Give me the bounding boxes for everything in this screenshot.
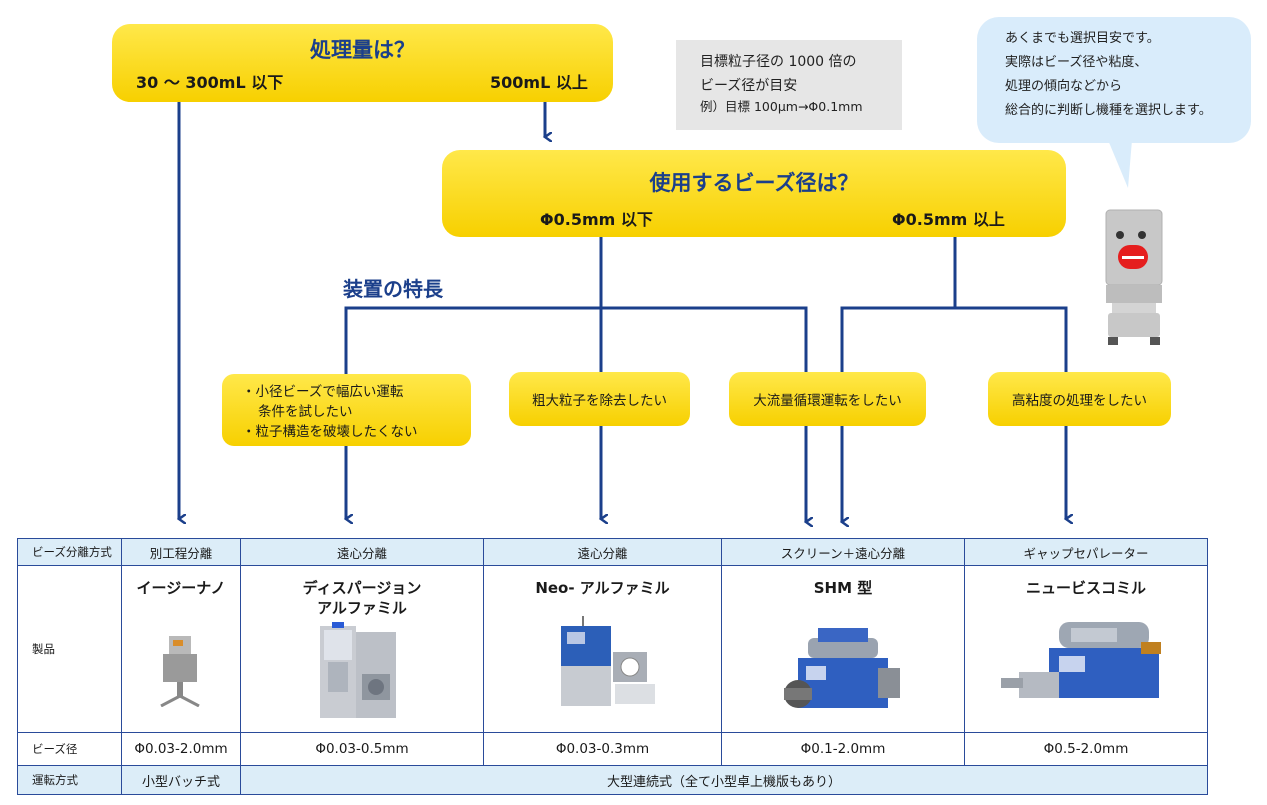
- product-name: Neo- アルファミル: [535, 579, 670, 597]
- bubble-line-3: 処理の傾向などから: [1005, 79, 1123, 94]
- bubble-line-2: 実際はビーズ径や粘度、: [1005, 55, 1148, 70]
- row-label-product: 製品: [17, 565, 122, 733]
- line-left-branch: [344, 306, 808, 376]
- feature-1-line-1: ・小径ビーズで幅広い運転: [242, 384, 404, 400]
- option-small-volume: 30 ～ 300mL 以下: [136, 73, 284, 92]
- product-cell-shm: SHM 型: [721, 565, 965, 733]
- separation-cell: 遠心分離: [483, 538, 722, 566]
- bead-cell: Φ0.03-0.3mm: [483, 732, 722, 766]
- spec-table: ビーズ分離方式 別工程分離 遠心分離 遠心分離 スクリーン＋遠心分離 ギャップセ…: [17, 538, 1208, 795]
- product-name: アルファミル: [317, 599, 407, 617]
- neo-alphamill-machine-image: [560, 616, 655, 706]
- product-name: ニュービスコミル: [1025, 579, 1146, 597]
- row-label-operation: 運転方式: [17, 765, 122, 795]
- bead-cell: Φ0.03-2.0mm: [121, 732, 241, 766]
- product-cell-dispersion: ディスパージョン アルファミル: [240, 565, 484, 733]
- bead-cell: Φ0.1-2.0mm: [721, 732, 965, 766]
- new-viscomill-machine-image: [1001, 622, 1161, 698]
- separation-cell: スクリーン＋遠心分離: [721, 538, 965, 566]
- product-cell-neo-alphamill: Neo- アルファミル: [483, 565, 722, 733]
- product-name: SHM 型: [813, 579, 873, 597]
- feature-1-line-3: ・粒子構造を破壊したくない: [242, 424, 418, 440]
- question-bead-box: 使用するビーズ径は？ Φ0.5mm 以下 Φ0.5mm 以上: [442, 150, 1066, 237]
- table-row: 製品 イージーナノ ディスパージョン アルファミル: [17, 565, 1208, 733]
- note-line-1: 目標粒子径の 1000 倍の: [700, 54, 857, 70]
- question-volume-box: 処理量は？ 30 ～ 300mL 以下 500mL 以上: [112, 24, 613, 102]
- product-cell-easynano: イージーナノ: [121, 565, 241, 733]
- note-line-2: ビーズ径が目安: [700, 78, 798, 94]
- row-label-bead: ビーズ径: [17, 732, 122, 766]
- line-right-branch: [840, 306, 1068, 375]
- table-row: ビーズ分離方式 別工程分離 遠心分離 遠心分離 スクリーン＋遠心分離 ギャップセ…: [17, 538, 1208, 566]
- robot-mascot-icon: [1105, 209, 1163, 345]
- question-bead-title: 使用するビーズ径は？: [649, 171, 859, 195]
- easy-nano-machine-image: [160, 636, 200, 707]
- features-label: 装置の特長: [343, 277, 443, 301]
- option-large-volume: 500mL 以上: [490, 73, 588, 92]
- operation-cell: 大型連続式（全て小型卓上機版もあり）: [240, 765, 1208, 795]
- speech-bubble: あくまでも選択目安です。 実際はビーズ径や粘度、 処理の傾向などから 総合的に判…: [977, 17, 1251, 143]
- bubble-line-4: 総合的に判断し機種を選択します。: [1005, 103, 1212, 118]
- option-small-bead: Φ0.5mm 以下: [540, 210, 653, 229]
- option-large-bead: Φ0.5mm 以上: [892, 210, 1005, 229]
- row-label-separation: ビーズ分離方式: [17, 538, 122, 566]
- dispersion-alphamill-machine-image: [320, 622, 396, 718]
- speech-bubble-tail: [1108, 140, 1132, 188]
- product-cell-newviscomill: ニュービスコミル: [964, 565, 1208, 733]
- feature-box-small-bead: ・小径ビーズで幅広い運転 条件を試したい ・粒子構造を破壊したくない: [222, 374, 471, 446]
- separation-cell: ギャップセパレーター: [964, 538, 1208, 566]
- table-row: 運転方式 小型バッチ式 大型連続式（全て小型卓上機版もあり）: [17, 765, 1208, 795]
- product-name: ディスパージョン: [302, 579, 422, 597]
- product-name: イージーナノ: [136, 579, 226, 597]
- bead-cell: Φ0.03-0.5mm: [240, 732, 484, 766]
- feature-box-circulation: 大流量循環運転をしたい: [729, 372, 926, 426]
- feature-1-line-2: 条件を試したい: [258, 404, 353, 420]
- separation-cell: 遠心分離: [240, 538, 484, 566]
- bead-size-note: 目標粒子径の 1000 倍の ビーズ径が目安 例）目標 100μm→Φ0.1mm: [676, 40, 902, 130]
- note-line-3: 例）目標 100μm→Φ0.1mm: [700, 99, 863, 114]
- bead-cell: Φ0.5-2.0mm: [964, 732, 1208, 766]
- feature-box-coarse: 粗大粒子を除去したい: [509, 372, 690, 426]
- feature-box-viscosity: 高粘度の処理をしたい: [988, 372, 1171, 426]
- shm-machine-image: [784, 628, 900, 708]
- table-row: ビーズ径 Φ0.03-2.0mm Φ0.03-0.5mm Φ0.03-0.3mm…: [17, 732, 1208, 766]
- operation-cell: 小型バッチ式: [121, 765, 241, 795]
- bubble-line-1: あくまでも選択目安です。: [1005, 31, 1160, 46]
- question-volume-title: 処理量は？: [310, 38, 415, 62]
- separation-cell: 別工程分離: [121, 538, 241, 566]
